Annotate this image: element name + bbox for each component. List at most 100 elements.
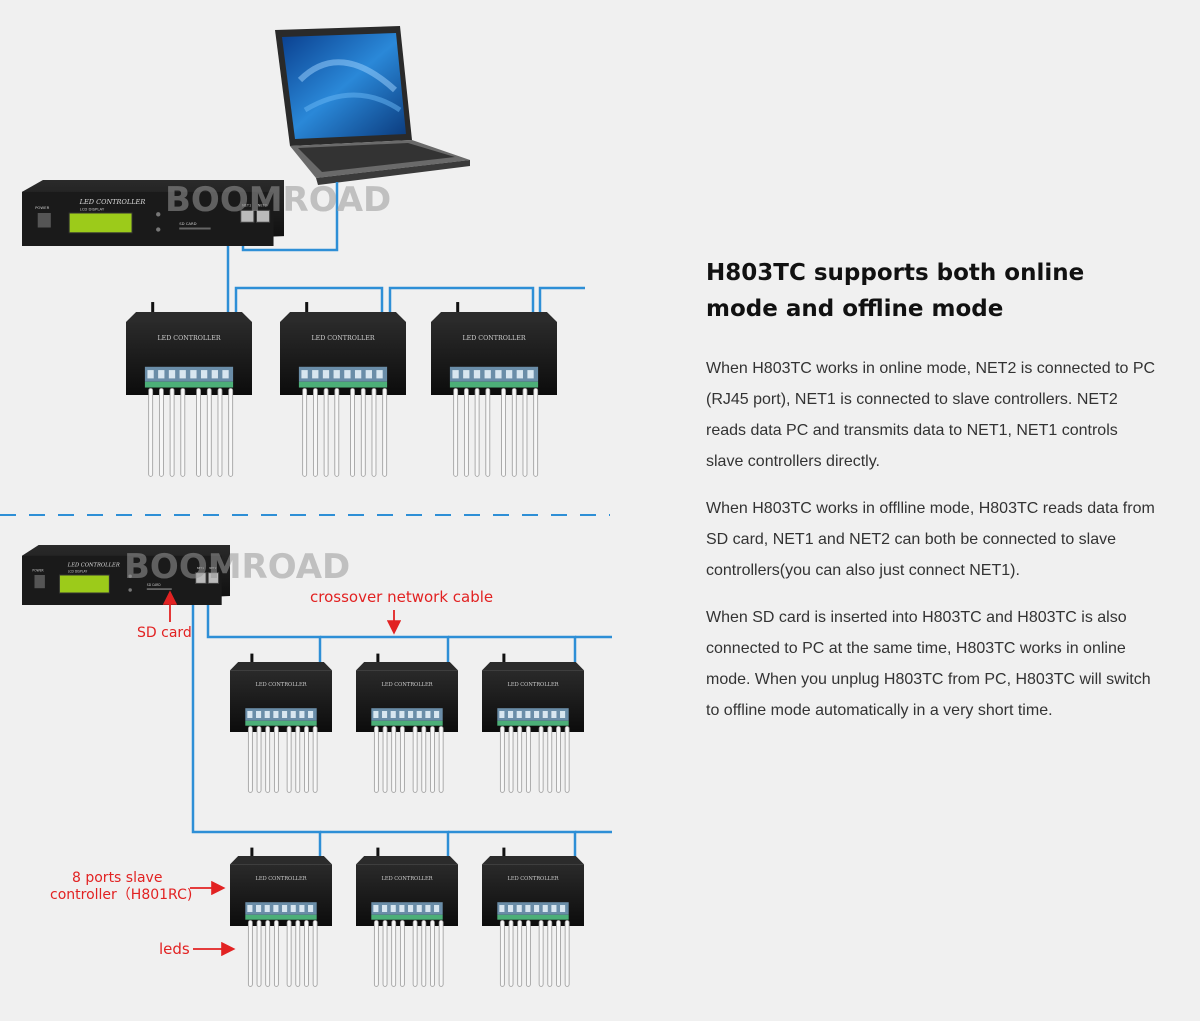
led-strip (217, 387, 223, 477)
terminal-block (497, 708, 569, 721)
led-strip (312, 726, 318, 793)
led-strip (399, 920, 405, 987)
led-strip (286, 726, 292, 793)
terminal (168, 370, 176, 379)
terminal (290, 905, 296, 912)
terminal (525, 711, 531, 718)
terminal-block (298, 366, 388, 382)
watermark-top: BOOMROAD (165, 180, 391, 220)
led-strip (391, 920, 397, 987)
terminal (376, 370, 383, 379)
device-front (22, 191, 274, 246)
terminal (290, 711, 296, 718)
led-strip (148, 387, 154, 477)
led-strip (564, 920, 570, 987)
power-switch (34, 575, 45, 589)
led-strip (430, 920, 435, 987)
led-strip (412, 726, 418, 793)
terminal (434, 711, 440, 718)
terminal (508, 905, 514, 912)
led-strip (499, 920, 505, 987)
terminal (301, 370, 308, 379)
power-label: POWER (32, 568, 44, 572)
antenna (151, 302, 155, 316)
led-strip (399, 726, 405, 793)
terminal (434, 905, 440, 912)
terminal (247, 905, 253, 912)
connector-strip (245, 914, 317, 920)
terminal (425, 905, 431, 912)
terminal (365, 370, 372, 379)
led-strip (453, 387, 459, 477)
led-strip (312, 920, 318, 987)
terminal (299, 711, 305, 718)
terminal (200, 370, 208, 379)
terminal (473, 370, 481, 379)
power-switch (37, 213, 51, 228)
device-top (230, 662, 332, 671)
led-strip (522, 387, 528, 477)
sd-slot (146, 588, 172, 590)
terminal (211, 370, 218, 379)
terminal (308, 905, 314, 912)
terminal (484, 370, 491, 379)
led-strip (430, 726, 435, 793)
led-strip (508, 726, 514, 793)
led-strip (247, 920, 253, 987)
terminal-block (144, 366, 234, 382)
power-label: POWER (35, 205, 49, 210)
terminal (516, 905, 522, 912)
led-strip (265, 920, 271, 987)
terminal (256, 905, 262, 912)
antenna (250, 653, 254, 665)
terminal (222, 370, 229, 379)
crossover-label: crossover network cable (310, 588, 493, 606)
terminal (463, 370, 470, 379)
watermark-bottom: BOOMROAD (124, 547, 350, 587)
led-strip (295, 726, 301, 793)
device-top (280, 312, 406, 322)
led-strip (412, 920, 418, 987)
terminal (542, 711, 548, 718)
terminal (273, 711, 279, 718)
device-top (356, 856, 458, 865)
device-top (482, 856, 584, 865)
led-strip (265, 726, 271, 793)
led-strip (180, 387, 186, 477)
slave-label-line1: 8 ports slave (72, 870, 162, 886)
led-strip (360, 387, 366, 477)
device-title: LED CONTROLLER (507, 682, 558, 688)
led-strip (547, 726, 553, 793)
led-strip (508, 920, 514, 987)
terminal (534, 905, 540, 912)
terminal (322, 370, 330, 379)
slave-controllers: LED CONTROLLER LED CONTROLLER LED CONTROLL… (126, 302, 584, 987)
terminal (382, 905, 388, 912)
device-title: LED CONTROLLER (311, 335, 374, 342)
lcd-label: LCD DISPLAY (68, 570, 88, 574)
terminal-block (449, 366, 539, 382)
led-strip (474, 387, 480, 477)
led-strip (312, 387, 318, 477)
terminal (505, 370, 513, 379)
terminal (354, 370, 362, 379)
slave-controller: LED CONTROLLER (126, 302, 252, 477)
led-strip (304, 920, 309, 987)
antenna (456, 302, 460, 316)
led-strip (538, 726, 544, 793)
sd-slot (179, 227, 211, 230)
led-strip (228, 387, 234, 477)
led-strip (196, 387, 201, 477)
terminal (308, 711, 314, 718)
heading: H803TC supports both online mode and off… (706, 255, 1156, 327)
terminal-block (371, 902, 443, 915)
antenna (502, 653, 506, 665)
terminal-block (371, 708, 443, 721)
terminal (527, 370, 534, 379)
lcd-screen (58, 574, 110, 594)
terminal (273, 905, 279, 912)
knob (128, 588, 132, 592)
terminal (147, 370, 154, 379)
led-strip (501, 387, 506, 477)
